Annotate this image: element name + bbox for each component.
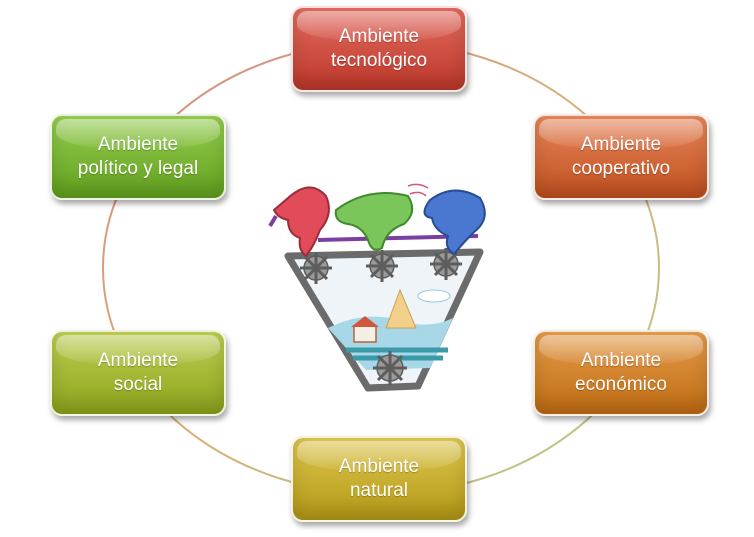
- node-ambiente-tecnologico[interactable]: Ambiente tecnológico: [291, 6, 467, 92]
- motion-lines: [407, 183, 429, 197]
- node-label: Ambiente político y legal: [77, 134, 199, 179]
- node-ambiente-politico-legal[interactable]: Ambiente político y legal: [50, 114, 226, 200]
- mountain: [385, 288, 417, 329]
- house-roof: [351, 316, 379, 327]
- cyclist-red: [272, 186, 330, 258]
- node-ambiente-social[interactable]: Ambiente social: [50, 330, 226, 416]
- node-label: Ambiente económico: [575, 350, 667, 395]
- cloud: [417, 289, 451, 303]
- cyclists-gears-illustration: [268, 183, 486, 392]
- node-label: Ambiente tecnológico: [330, 26, 428, 71]
- node-label: Ambiente social: [97, 350, 179, 395]
- node-label: Ambiente cooperativo: [571, 134, 671, 179]
- node-ambiente-economico[interactable]: Ambiente económico: [533, 330, 709, 416]
- cyclist-green: [334, 192, 414, 251]
- node-label: Ambiente natural: [338, 456, 420, 501]
- cyclist-blue: [423, 189, 486, 256]
- gear-teeth: [300, 248, 462, 385]
- house: [353, 325, 377, 343]
- node-ambiente-natural[interactable]: Ambiente natural: [291, 436, 467, 522]
- node-ambiente-cooperativo[interactable]: Ambiente cooperativo: [533, 114, 709, 200]
